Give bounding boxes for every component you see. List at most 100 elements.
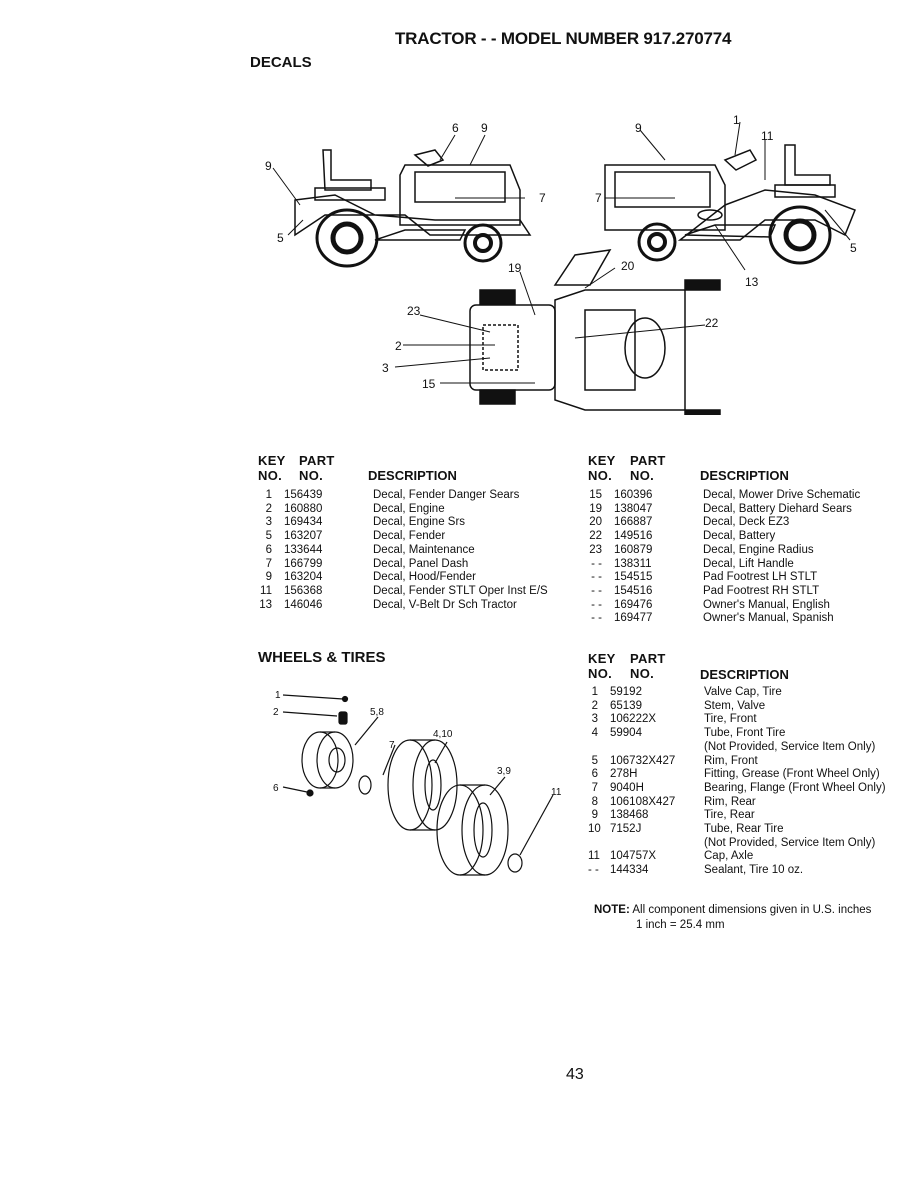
part-description: Owner's Manual, Spanish <box>703 612 834 625</box>
callout-7: 7 <box>595 191 602 205</box>
callout-2: 2 <box>273 707 279 718</box>
decals-right-header-key: KEY NO. <box>588 453 616 483</box>
part-description: Sealant, Tire 10 oz. <box>704 864 804 877</box>
part-number: 160396 <box>614 489 653 501</box>
wheels-header-key: KEY NO. <box>588 651 616 681</box>
key-number: 9 <box>265 571 272 584</box>
part-number: 154515 <box>614 571 653 584</box>
part-description: Rim, Rear <box>704 795 756 808</box>
key-number: 7 <box>591 781 598 794</box>
callout-19: 19 <box>508 261 522 275</box>
part-description: Cap, Axle <box>704 850 754 863</box>
key-number: 22 <box>589 530 602 543</box>
key-number: 3 <box>265 516 272 529</box>
key-number: 5 <box>591 754 598 767</box>
callout-1: 1 <box>733 113 740 127</box>
part-description: Decal, Fender <box>373 530 446 543</box>
part-description: Decal, Maintenance <box>373 543 475 556</box>
part-number: 144334 <box>610 864 649 877</box>
callout-5: 5 <box>850 241 857 255</box>
part-description: Decal, Engine Srs <box>373 516 466 529</box>
header-no: NO. <box>588 666 613 681</box>
header-key: KEY <box>258 453 286 468</box>
key-number: 8 <box>591 795 598 808</box>
header-no: NO. <box>299 468 324 483</box>
decals-left-header-key: KEY NO. <box>258 453 286 483</box>
callout-11: 11 <box>761 129 774 143</box>
key-number: - - <box>591 557 602 570</box>
part-number: 106732X427 <box>610 754 676 767</box>
part-number: 106222X <box>610 713 657 726</box>
table-row: 5 163207 Decal, Fender <box>258 530 548 544</box>
key-number: 1 <box>265 489 272 501</box>
key-number: 2 <box>591 699 598 712</box>
key-number: 6 <box>591 768 598 781</box>
part-number: 169477 <box>614 612 653 625</box>
page-number: 43 <box>566 1066 584 1083</box>
note-line2: 1 inch = 25.4 mm <box>636 919 725 931</box>
part-description-note: (Not Provided, Service Item Only) <box>704 740 876 753</box>
header-no: NO. <box>588 468 613 483</box>
key-number: 15 <box>589 489 602 501</box>
key-number: - - <box>591 598 602 611</box>
callout-7: 7 <box>389 740 395 751</box>
callout-13: 13 <box>745 275 759 289</box>
decals-left-header-part: PART NO. <box>299 453 335 483</box>
part-number: 59904 <box>610 727 642 740</box>
part-number: 166887 <box>614 516 653 529</box>
part-description: Owner's Manual, English <box>703 598 830 611</box>
part-description: Tube, Rear Tire <box>704 823 784 836</box>
part-description: Decal, Engine Radius <box>703 543 814 556</box>
key-number: 20 <box>589 516 602 529</box>
part-description: Valve Cap, Tire <box>704 686 782 698</box>
decals-left-header-description: DESCRIPTION <box>368 468 457 483</box>
part-number: 163207 <box>284 530 323 543</box>
part-description: Decal, Battery Diehard Sears <box>703 502 852 515</box>
part-number: 278H <box>610 768 638 781</box>
part-description-note: (Not Provided, Service Item Only) <box>704 836 876 849</box>
part-description: Tire, Rear <box>704 809 755 822</box>
part-number: 166799 <box>284 557 323 570</box>
key-number: 10 <box>588 823 601 836</box>
part-number: 154516 <box>614 584 653 597</box>
decals-right-header-part: PART NO. <box>630 453 666 483</box>
part-number: 138311 <box>614 557 652 570</box>
part-number: 169434 <box>284 516 323 529</box>
key-number: 6 <box>265 543 272 556</box>
callout-9: 9 <box>635 121 642 135</box>
spacer <box>588 741 704 755</box>
part-description: Decal, Fender Danger Sears <box>373 489 520 501</box>
decals-diagram: 6 9 9 7 5 9 1 11 7 5 13 19 20 22 23 2 3 … <box>265 113 857 415</box>
key-number: 5 <box>265 530 272 543</box>
part-description: Tire, Front <box>704 713 757 726</box>
right-tractor-illustration <box>604 144 856 265</box>
key-number: 13 <box>259 598 272 611</box>
page-title: TRACTOR - - MODEL NUMBER 917.270774 <box>395 29 732 48</box>
key-number: - - <box>591 584 602 597</box>
header-no: NO. <box>630 666 655 681</box>
callout-15: 15 <box>422 377 436 391</box>
key-number: 4 <box>591 727 598 740</box>
part-number: 7152J <box>610 823 642 836</box>
part-number: 9040H <box>610 781 644 794</box>
